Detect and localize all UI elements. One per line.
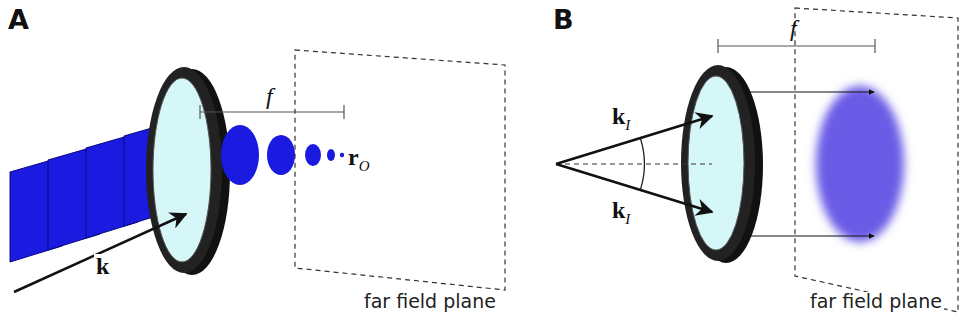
- wave-vector-arrow: [14, 214, 186, 292]
- focal-length-label: f: [266, 84, 273, 108]
- wave-vector-label: k: [94, 254, 111, 278]
- plane-label: far field plane: [362, 292, 498, 311]
- wave-vector-arrow: [556, 116, 712, 164]
- far-field-spot: [816, 86, 904, 242]
- wave-vector-arrow: [556, 164, 712, 212]
- lens: [146, 67, 230, 275]
- ray-line: [748, 91, 874, 92]
- focusing-beam: [221, 125, 344, 185]
- optical-axis: [556, 163, 712, 164]
- plane-label: far field plane: [808, 292, 944, 311]
- far-field-plane: [795, 8, 958, 312]
- ray-line: [748, 235, 874, 236]
- angle-arc: [640, 137, 644, 191]
- panel-letter: A: [8, 6, 29, 33]
- focal-length-label: f: [790, 16, 797, 40]
- focus-point-label: rO: [348, 145, 370, 174]
- wave-vector-label: kI: [612, 104, 630, 133]
- far-field-plane: [295, 50, 505, 290]
- wave-vector-label: kI: [612, 198, 630, 227]
- panel-letter: B: [553, 6, 574, 33]
- focal-length-bar: [718, 39, 875, 53]
